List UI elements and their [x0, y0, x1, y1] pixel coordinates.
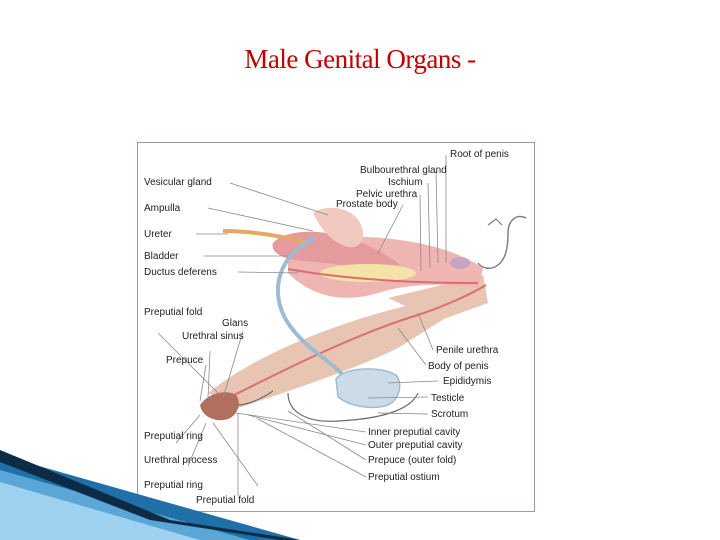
label-inner-preputial-cavity: Inner preputial cavity	[368, 427, 460, 438]
slide-title: Male Genital Organs -	[244, 44, 476, 74]
label-ampulla: Ampulla	[144, 203, 181, 214]
label-bulbourethral-gland: Bulbourethral gland	[360, 165, 447, 176]
label-scrotum: Scrotum	[431, 409, 468, 420]
label-ureter: Ureter	[144, 229, 172, 240]
label-preputial-ostium: Preputial ostium	[368, 472, 440, 483]
label-prepuce-outer-fold: Prepuce (outer fold)	[368, 455, 456, 466]
label-epididymis: Epididymis	[443, 376, 491, 387]
label-outer-preputial-cavity: Outer preputial cavity	[368, 440, 463, 451]
label-vesicular-gland: Vesicular gland	[144, 177, 212, 188]
label-preputial-ring: Preputial ring	[144, 431, 203, 442]
label-body-of-penis: Body of penis	[428, 361, 489, 372]
label-prostate-body: Prostate body	[336, 199, 398, 210]
label-testicle: Testicle	[431, 393, 465, 404]
label-urethral-sinus: Urethral sinus	[182, 331, 244, 342]
leader-lines	[157, 155, 447, 496]
label-prepuce: Prepuce	[166, 355, 204, 366]
label-bladder: Bladder	[144, 251, 179, 262]
label-preputial-ring-2: Preputial ring	[144, 480, 203, 491]
label-ductus-deferens: Ductus deferens	[144, 267, 217, 278]
label-pelvic-urethra: Pelvic urethra	[356, 189, 418, 200]
label-urethral-process: Urethral process	[144, 455, 217, 466]
label-ischium: Ischium	[388, 177, 422, 188]
label-glans: Glans	[222, 318, 248, 329]
label-preputial-fold: Preputial fold	[144, 307, 202, 318]
label-root-of-penis: Root of penis	[450, 149, 509, 160]
label-penile-urethra: Penile urethra	[436, 345, 499, 356]
anatomy-figure: Vesicular gland Ampulla Ureter Bladder D…	[137, 142, 535, 512]
label-preputial-fold-2: Preputial fold	[196, 495, 254, 506]
anatomy-diagram: Vesicular gland Ampulla Ureter Bladder D…	[144, 149, 527, 506]
